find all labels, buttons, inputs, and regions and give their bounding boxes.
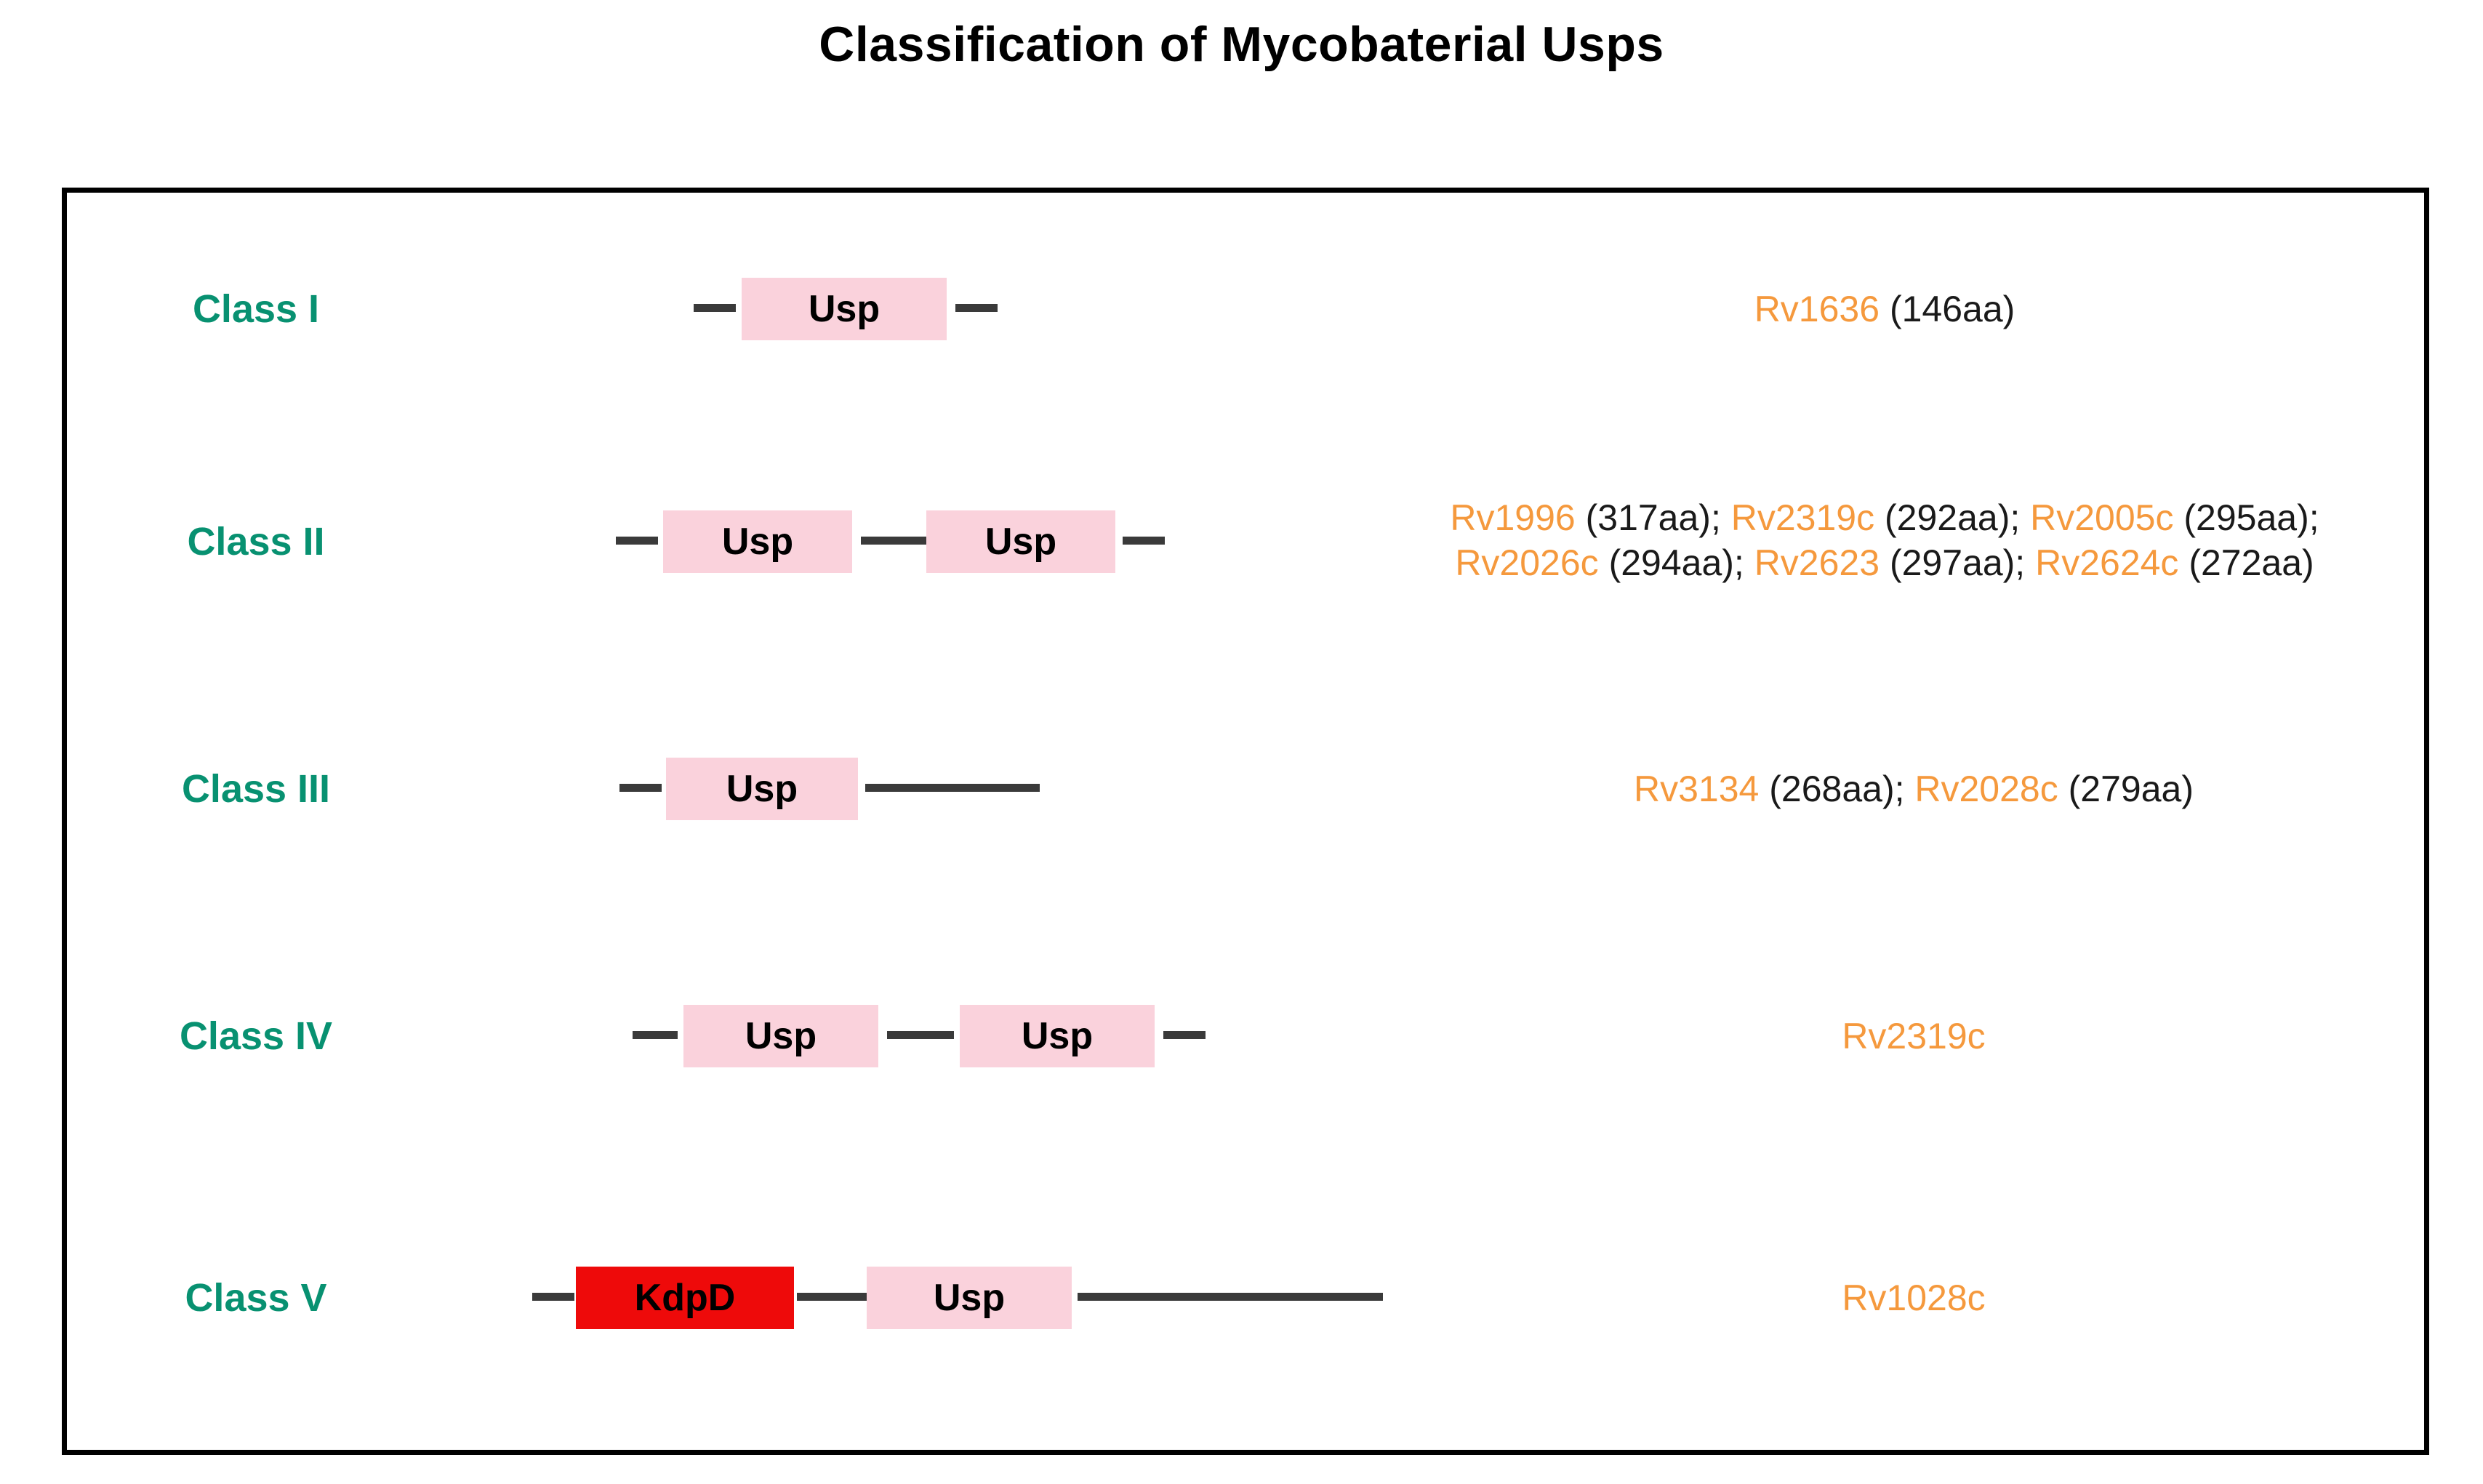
linker-n-terminal: [532, 1293, 574, 1301]
linker-inter-domain: [887, 1031, 954, 1039]
gene-id: Rv1636: [1754, 289, 1880, 329]
gene-length: (292aa);: [1885, 497, 2021, 538]
gene-length: (294aa);: [1608, 542, 1744, 583]
linker-n-terminal: [633, 1031, 678, 1039]
gene-annotation-class-2: Rv1996 (317aa); Rv2319c (292aa); Rv2005c…: [1347, 495, 2423, 585]
linker-c-terminal-tail: [865, 784, 1040, 792]
domain-usp-second: Usp: [960, 1005, 1155, 1067]
domain-architecture-class-3: Usp: [576, 745, 1085, 833]
gene-length: (272aa): [2189, 542, 2314, 583]
gene-length: (268aa);: [1769, 769, 1905, 809]
linker-inter-domain: [797, 1293, 867, 1301]
domain-usp-second: Usp: [926, 510, 1115, 573]
domain-kdpd: KdpD: [576, 1267, 794, 1329]
gene-id: Rv2319c: [1842, 1016, 1986, 1056]
class-label-5: Class V: [185, 1276, 327, 1320]
class-row: Class III Usp Rv3134 (268aa); Rv2028c (2…: [67, 745, 2424, 833]
gene-length: (146aa): [1889, 289, 2015, 329]
gene-length: (295aa);: [2183, 497, 2319, 538]
domain-usp: Usp: [742, 278, 947, 340]
page-title: Classification of Mycobaterial Usps: [819, 17, 1664, 72]
gene-id: Rv2624c: [2035, 542, 2179, 583]
gene-id: Rv1996: [1450, 497, 1576, 538]
domain-usp-first: Usp: [663, 510, 852, 573]
gene-id: Rv2026c: [1455, 542, 1599, 583]
linker-c-terminal: [1163, 1031, 1206, 1039]
gene-annotation-class-4: Rv2319c: [1448, 1014, 2379, 1059]
gene-id: Rv2028c: [1914, 769, 2058, 809]
linker-c-terminal: [1123, 537, 1165, 545]
annotation-line: Rv2026c (294aa); Rv2623 (297aa); Rv2624c…: [1347, 540, 2423, 585]
domain-architecture-class-4: Usp Usp: [590, 992, 1206, 1080]
class-label-2: Class II: [187, 520, 325, 563]
class-row: Class V KdpD Usp Rv1028c: [67, 1254, 2424, 1341]
class-label-3: Class III: [181, 767, 331, 811]
domain-usp: Usp: [666, 758, 858, 820]
gene-id: Rv1028c: [1842, 1278, 1986, 1318]
class-row: Class IV Usp Usp Rv2319c: [67, 992, 2424, 1080]
domain-architecture-class-2: Usp Usp: [576, 498, 1165, 585]
gene-id: Rv2319c: [1730, 497, 1875, 538]
class-label-4: Class IV: [179, 1014, 333, 1058]
linker-c-terminal: [955, 304, 998, 312]
gene-annotation-class-1: Rv1636 (146aa): [1347, 286, 2423, 332]
gene-id: Rv2005c: [2030, 497, 2174, 538]
gene-annotation-class-3: Rv3134 (268aa); Rv2028c (279aa): [1448, 766, 2379, 811]
gene-annotation-class-5: Rv1028c: [1448, 1275, 2379, 1320]
gene-length: (297aa);: [1889, 542, 2026, 583]
class-row: Class II Usp Usp Rv1996 (317aa); Rv2319c…: [67, 495, 2424, 585]
annotation-line: Rv1996 (317aa); Rv2319c (292aa); Rv2005c…: [1347, 495, 2423, 540]
linker-n-terminal: [616, 537, 658, 545]
gene-length: (279aa): [2068, 769, 2194, 809]
linker-n-terminal: [619, 784, 662, 792]
class-label-1: Class I: [192, 287, 320, 331]
linker-n-terminal: [694, 304, 736, 312]
domain-usp-first: Usp: [683, 1005, 878, 1067]
gene-id: Rv2623: [1754, 542, 1880, 583]
class-row: Class I Usp Rv1636 (146aa): [67, 265, 2424, 353]
domain-usp: Usp: [867, 1267, 1072, 1329]
diagram-frame: Class I Usp Rv1636 (146aa) Class II Usp …: [62, 188, 2429, 1455]
linker-c-terminal-tail: [1078, 1293, 1383, 1301]
linker-inter-domain: [861, 537, 928, 545]
gene-id: Rv3134: [1634, 769, 1760, 809]
domain-architecture-class-5: KdpD Usp: [503, 1254, 1448, 1341]
domain-architecture-class-1: Usp: [634, 265, 998, 353]
gene-length: (317aa);: [1585, 497, 1721, 538]
